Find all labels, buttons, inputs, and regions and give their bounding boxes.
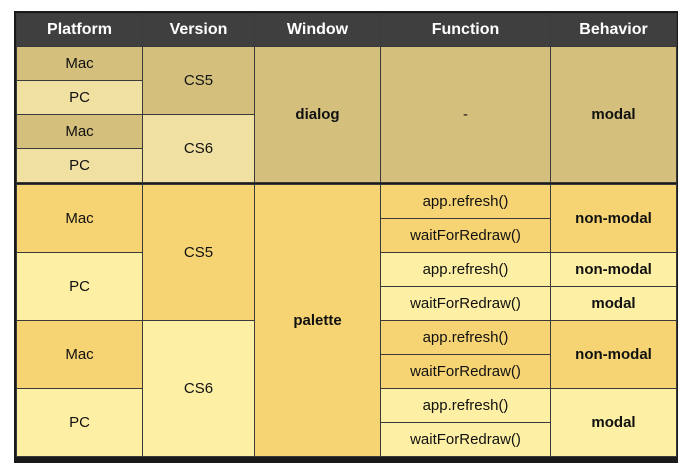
version-cell: CS5 (142, 46, 255, 115)
behavior-cell: modal (550, 286, 677, 321)
function-cell: app.refresh() (380, 252, 551, 287)
table-row: Mac CS6 app.refresh() non-modal (16, 320, 677, 457)
header-function: Function (380, 13, 551, 47)
table-row: PC app.refresh() non-modal (16, 252, 677, 321)
behavior-cell: modal (550, 388, 677, 457)
function-cell: waitForRedraw() (380, 218, 551, 253)
platform-cell: Mac (16, 114, 143, 149)
platform-cell: PC (16, 252, 143, 321)
behavior-table-frame: Platform Version Window Function Behavio… (14, 11, 678, 463)
table-row: Mac CS5 palette app.refresh() non-modal (16, 184, 677, 457)
header-window: Window (254, 13, 381, 47)
platform-cell: Mac (16, 46, 143, 81)
table-row: PC app.refresh() modal (16, 388, 677, 457)
platform-cell: Mac (16, 184, 143, 253)
version-cell: CS6 (142, 320, 255, 457)
section-separator (16, 182, 677, 185)
behavior-cell: non-modal (550, 252, 677, 287)
table-row: waitForRedraw() (17, 422, 677, 457)
function-cell: waitForRedraw() (380, 354, 551, 389)
behavior-cell: non-modal (550, 320, 677, 389)
function-cell: waitForRedraw() (380, 422, 551, 457)
version-cell: CS5 (142, 184, 255, 321)
platform-cell: Mac (16, 320, 143, 389)
platform-cell: PC (16, 80, 143, 115)
behavior-cell: non-modal (550, 184, 677, 253)
window-behavior-table: Platform Version Window Function Behavio… (16, 13, 677, 457)
table-row: waitForRedraw() (17, 218, 677, 253)
behavior-cell: modal (550, 46, 677, 183)
header-version: Version (142, 13, 255, 47)
platform-cell: PC (16, 148, 143, 183)
table-row: waitForRedraw() (17, 354, 677, 389)
header-row: Platform Version Window Function Behavio… (16, 13, 677, 47)
function-cell: - (380, 46, 551, 183)
table-row: PC (16, 80, 677, 115)
table-row: Mac CS6 (16, 114, 677, 183)
table-row: Mac CS5 dialog - modal (16, 46, 677, 183)
table-row: waitForRedraw() modal (17, 286, 677, 321)
function-cell: waitForRedraw() (380, 286, 551, 321)
header-behavior: Behavior (550, 13, 677, 47)
table-row: PC (16, 148, 677, 183)
window-cell: dialog (254, 46, 381, 183)
function-cell: app.refresh() (380, 320, 551, 355)
platform-cell: PC (16, 388, 143, 457)
function-cell: app.refresh() (380, 388, 551, 423)
window-cell: palette (254, 184, 381, 457)
header-platform: Platform (16, 13, 143, 47)
function-cell: app.refresh() (380, 184, 551, 219)
version-cell: CS6 (142, 114, 255, 183)
